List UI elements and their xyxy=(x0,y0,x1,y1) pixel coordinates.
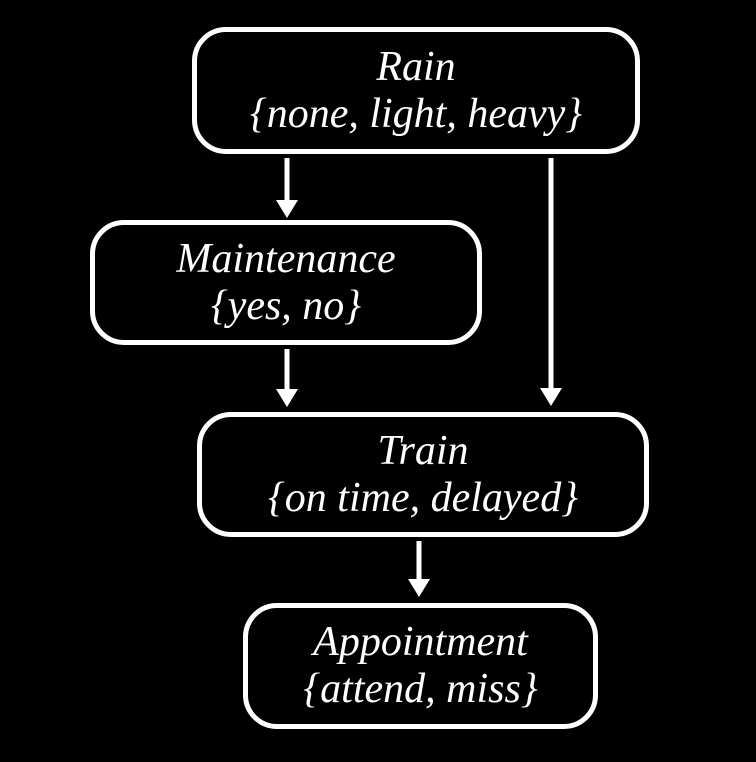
edge-train-to-appointment xyxy=(408,541,430,597)
node-train-values: {on time, delayed} xyxy=(268,474,578,521)
node-train-label: Train xyxy=(377,427,469,474)
node-appointment-label: Appointment xyxy=(313,619,528,665)
arrowhead-icon xyxy=(408,579,430,597)
edge-rain-to-maintenance xyxy=(276,158,298,218)
node-appointment-values: {attend, miss} xyxy=(303,666,538,712)
node-maintenance-label: Maintenance xyxy=(176,235,396,282)
node-rain: Rain {none, light, heavy} xyxy=(192,27,640,154)
arrowhead-icon xyxy=(540,388,562,406)
node-rain-label: Rain xyxy=(376,43,456,90)
node-rain-values: {none, light, heavy} xyxy=(249,90,583,137)
arrowhead-icon xyxy=(276,200,298,218)
node-train: Train {on time, delayed} xyxy=(197,412,649,537)
edge-maintenance-to-train xyxy=(276,349,298,407)
node-appointment: Appointment {attend, miss} xyxy=(243,603,598,729)
edge-rain-to-train xyxy=(540,158,562,406)
node-maintenance: Maintenance {yes, no} xyxy=(90,220,482,345)
arrowhead-icon xyxy=(276,389,298,407)
node-maintenance-values: {yes, no} xyxy=(210,282,362,329)
